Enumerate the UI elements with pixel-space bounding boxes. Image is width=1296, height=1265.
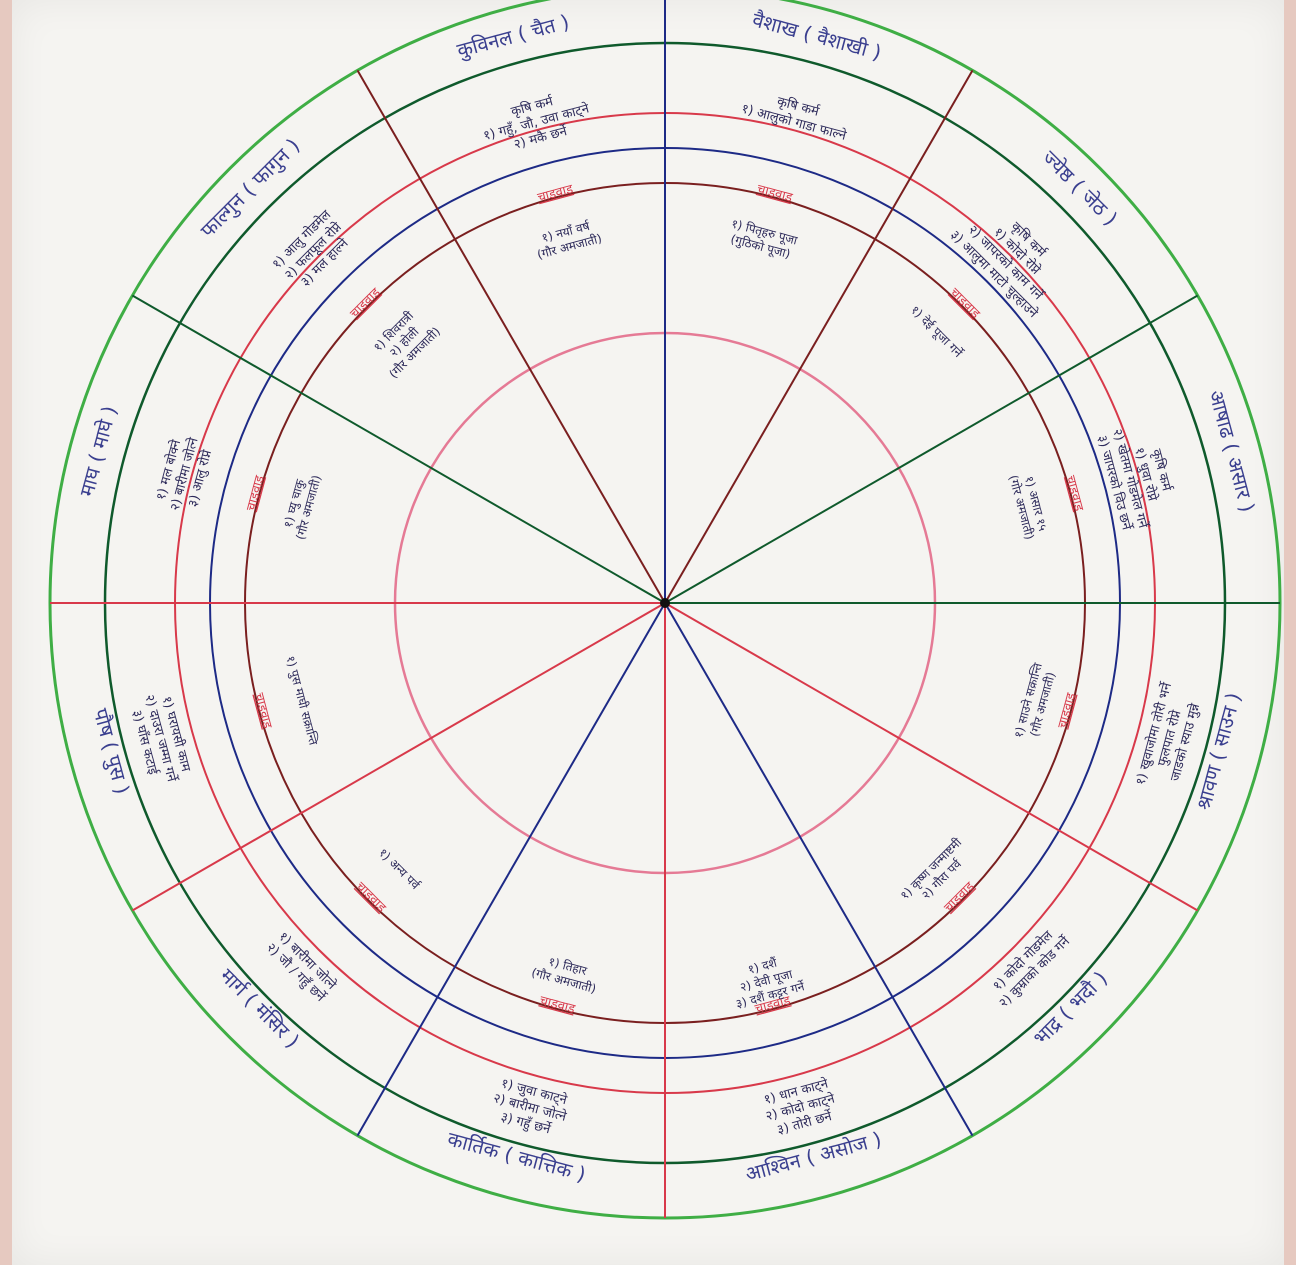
month-label: पौष ( पुस ) (88, 706, 135, 797)
month-activities: १) जुवा काट्ने२) बारीमा जोत्ने३) गहुँ छर… (487, 1074, 573, 1141)
festival-title: चाडवाड (538, 993, 578, 1017)
month-activities: १) धान काट्ने२) कोदो काट्ने३) तोरी छर्ने (760, 1075, 842, 1140)
month-festivals: १) घ्यु चाकु(गौर अमजाती) (279, 470, 324, 542)
month-label: आषाढ ( असार ) (1204, 388, 1260, 515)
month-festivals: १) साउने सक्रान्ति(गौर अमजाती) (1011, 660, 1059, 743)
month-label: माघ ( माघे ) (74, 403, 121, 499)
festival-title: चाडवाड (251, 691, 275, 731)
month-activities: १) कोदो गोडमेल२) कुम्राको कोड गर्ने (984, 921, 1074, 1011)
month-festivals: १) अन्य पर्व (376, 846, 423, 893)
month-label: आश्विन ( असोज ) (743, 1127, 884, 1186)
month-segments: वैशाख ( वैशाखी ) कृषि कर्म१) आलुको गाडा फ… (74, 7, 1259, 1186)
month-divider-line (356, 69, 666, 604)
month-segment: पौष ( पुस )१) घरायसी काम२) दाउरा जम्मा ग… (88, 654, 321, 797)
month-festivals: १) देई पूजा गर्ने (907, 303, 966, 362)
month-segment: कुविनल ( चैत )कृषि कर्म१) गहुँ, जौ, उवा … (454, 10, 603, 262)
month-festivals: १) तिहार(गौर अमजाती) (530, 951, 602, 996)
month-segment: आश्विन ( असोज )१) धान काट्ने२) कोदो काट्… (727, 950, 884, 1186)
month-activities: १) आलु गोडमेल२) फलफूल रोप्ने३) मल हाल्ने (269, 207, 357, 295)
month-festivals: १) पितृहरु पूजा(गुठिको पूजा) (726, 217, 800, 264)
festival-title: चाडवाड (352, 879, 389, 916)
month-segment: फाल्गुन ( फागुन )१) आलु गोडमेल२) फलफूल र… (195, 133, 443, 381)
month-activities: कृषि कर्म१) गहुँ, जौ, उवा काट्ने२) मकै छ… (477, 85, 595, 160)
month-festivals-line: १) अन्य पर्व (376, 846, 423, 893)
month-divider-line (131, 294, 666, 604)
festival-title: चाडवाड (755, 182, 795, 206)
month-segment: वैशाख ( वैशाखी ) कृषि कर्म१) आलुको गाडा फ… (726, 7, 884, 264)
month-divider-line (356, 602, 666, 1137)
month-segment: आषाढ ( असार )कृषि कर्म१) धुवा रोप्ने२) ख… (1006, 388, 1260, 542)
paper-sheet: वैशाख ( वैशाखी ) कृषि कर्म१) आलुको गाडा फ… (12, 0, 1284, 1265)
festival-title: चाडवाड (946, 285, 983, 322)
month-activities: कृषि कर्म१) आलुको गाडा फाल्ने (740, 85, 853, 144)
month-segment: भाद्र ( भदौ )१) कोदो गोडमेल२) कुम्राको क… (897, 835, 1112, 1050)
month-festivals: १) पुस माघी सक्रान्ति (282, 654, 321, 748)
festival-title: चाडवाड (1055, 690, 1079, 730)
month-divider-line (664, 602, 974, 1137)
month-festivals: १) असार १५(गोर अमजाती) (1006, 470, 1051, 542)
month-segment: श्रावण ( साउन )१) खुवाजोमा तोरी भर्नेफुल… (1011, 660, 1245, 812)
seasonal-calendar-wheel: वैशाख ( वैशाखी ) कृषि कर्म१) आलुको गाडा फ… (48, 0, 1282, 1220)
month-divider-line (664, 69, 974, 604)
month-dividers (50, 0, 1280, 1218)
month-label: कार्तिक ( कात्तिक ) (445, 1126, 588, 1186)
month-festivals: १) शिवरात्री२) होली(गौर अमजाती) (365, 303, 443, 381)
month-festivals: १) नयाँ वर्ष(गौर अमजाती) (532, 217, 604, 262)
month-festivals: १) दशैं२) देवी पूजा३) दशैं कट्टर गर्ने (727, 950, 807, 1011)
festival-title: चाडवाड (244, 473, 268, 513)
month-festivals-line: १) पुस माघी सक्रान्ति (282, 654, 321, 748)
month-segment: ज्येष्ठ ( जेठ )कृषि कर्म१) कोदो रोप्ने२)… (907, 146, 1122, 362)
month-festivals-line: १) देई पूजा गर्ने (907, 303, 966, 362)
month-divider-line (664, 294, 1199, 604)
festival-title: चाडवाड (1062, 474, 1086, 514)
month-activities: १) बारीमा जोत्ने२) जौ / गहुँ छर्ने (262, 928, 340, 1006)
month-segment: कार्तिक ( कात्तिक )१) जुवा काट्ने२) बारी… (445, 951, 602, 1186)
month-divider-line (664, 602, 1199, 912)
month-activities: १) खुवाजोमा तोरी भर्नेफुलपात रोप्नेजाडको… (1132, 680, 1206, 795)
month-label: ज्येष्ठ ( जेठ ) (1038, 146, 1123, 231)
month-divider-line (131, 602, 666, 912)
festival-title: चाडवाड (941, 879, 978, 916)
center-pin (660, 598, 670, 608)
festival-title: चाडवाड (347, 285, 384, 322)
festival-title: चाडवाड (536, 182, 576, 206)
month-label: वैशाख ( वैशाखी ) (750, 7, 884, 64)
month-activities: १) मल बोक्ने२) बारीमा जोत्ने३) आलु रोप्न… (151, 431, 217, 517)
